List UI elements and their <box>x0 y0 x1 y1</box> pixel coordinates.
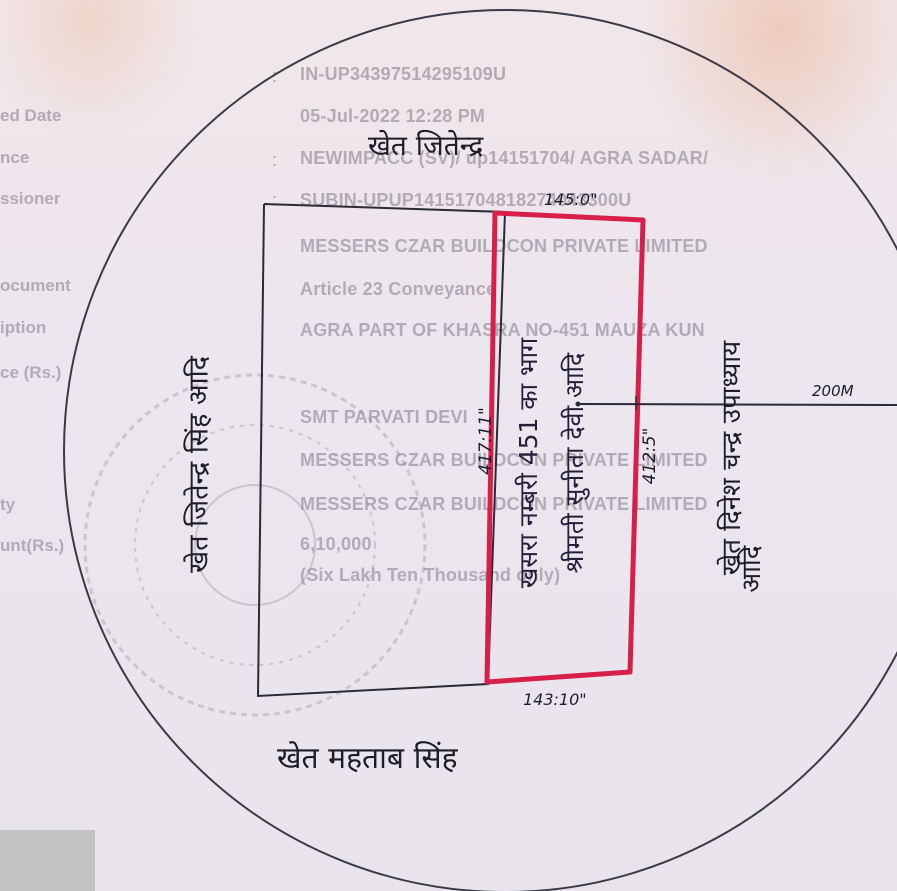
bg-value: NEWIMPACC (SV)/ up14151704/ AGRA SADAR/ <box>300 148 709 168</box>
grey-scan-patch <box>0 830 95 891</box>
bg-value: 05-Jul-2022 12:28 PM <box>300 106 486 126</box>
bg-value: Article 23 Conveyance <box>300 279 497 299</box>
bg-value: MESSERS CZAR BUILDCON PRIVATE LIMITED <box>300 494 708 514</box>
bg-colon: : <box>272 150 278 170</box>
bg-label: nce <box>0 148 30 167</box>
khasra-outline <box>256 203 507 698</box>
faded-seal <box>83 373 427 717</box>
road-line <box>577 403 897 406</box>
bg-value: SMT PARVATI DEVI <box>300 407 468 427</box>
plot-outline <box>484 210 646 685</box>
south-boundary-label: खेत महताब सिंह <box>277 741 458 776</box>
boundary-circle <box>63 9 897 891</box>
bg-label: ed Date <box>0 106 62 125</box>
north-boundary-label: खेत जितेन्द्र <box>368 129 484 162</box>
dim-right: 412:5" <box>640 427 660 485</box>
bg-value: IN-UP34397514295109U <box>300 64 507 84</box>
road-distance-label: 200M <box>812 382 854 400</box>
road-point <box>575 401 581 407</box>
bg-label: unt(Rs.) <box>0 536 65 555</box>
bg-value: (Six Lakh Ten Thousand only) <box>300 565 561 585</box>
bg-label: ocument <box>0 276 71 295</box>
bg-value: 6,10,000 <box>300 534 372 554</box>
bg-label: ce (Rs.) <box>0 363 62 382</box>
dim-left: 417:11" <box>476 407 496 475</box>
dim-bottom: 143:10" <box>523 690 587 709</box>
khasra-label-line2: श्रीमती सुनीता देवी आदि <box>560 352 589 574</box>
west-boundary-label: खेत जितेन्द्र सिंह आदि <box>183 356 215 573</box>
east-boundary-label-2: आदि <box>737 545 767 593</box>
bg-value: AGRA PART OF KHASRA NO-451 MAUZA KUN <box>300 320 705 340</box>
bg-label: ssioner <box>0 189 61 208</box>
bg-value: SUBIN-UPUP14151704818274043300U <box>300 190 632 210</box>
bg-value: MESSERS CZAR BUILDCON PRIVATE LIMITED <box>300 450 708 470</box>
khasra-label-line1: खसरा नम्बरी 451 का भाग <box>514 337 543 589</box>
bg-label: iption <box>0 318 47 337</box>
bg-colon: : <box>272 190 278 210</box>
bg-label: ty <box>0 495 16 514</box>
dim-top: 145:0" <box>544 190 598 209</box>
